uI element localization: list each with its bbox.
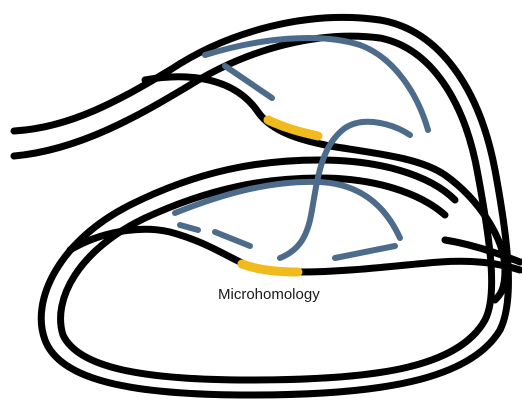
blue-left-dash-upper [225,66,272,98]
blue-small-left-dash [180,225,198,230]
microhomology-segment-lower [242,264,298,272]
blue-lower-right-dash [335,246,395,258]
blue-top-arc [205,38,428,130]
microhomology-segment-upper [268,120,318,136]
middle-strand-a [145,77,505,300]
blue-lower-left-dash [215,232,250,246]
microhomology-label: Microhomology [218,286,320,303]
